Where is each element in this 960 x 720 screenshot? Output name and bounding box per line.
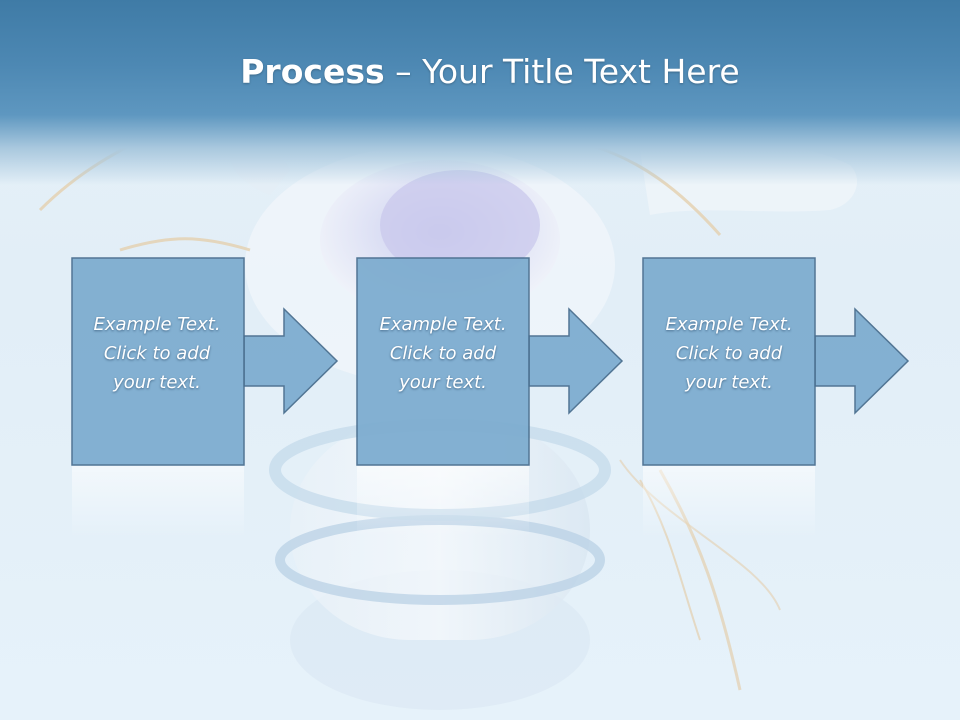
step-1-text[interactable]: Example Text. Click to add your text. — [72, 310, 242, 397]
step-2-line-1: Example Text. — [379, 314, 507, 335]
step-3-box[interactable] — [642, 257, 816, 466]
step-3-arrow[interactable] — [814, 307, 910, 415]
step-1-arrow[interactable] — [243, 307, 339, 415]
step-2-arrow[interactable] — [528, 307, 624, 415]
page-title[interactable]: Process – Your Title Text Here — [0, 52, 960, 91]
title-rest: – Your Title Text Here — [384, 52, 740, 91]
step-1-line-3: your text. — [113, 372, 201, 393]
step-3-line-3: your text. — [685, 372, 773, 393]
step-2-text[interactable]: Example Text. Click to add your text. — [358, 310, 528, 397]
step-2-line-2: Click to add — [389, 343, 497, 364]
step-3-reflection — [643, 466, 815, 538]
step-2-line-3: your text. — [399, 372, 487, 393]
step-2-reflection — [357, 466, 529, 538]
step-1-line-2: Click to add — [103, 343, 211, 364]
step-1-line-1: Example Text. — [93, 314, 221, 335]
step-3-line-2: Click to add — [675, 343, 783, 364]
step-3-text[interactable]: Example Text. Click to add your text. — [644, 310, 814, 397]
title-bold: Process — [240, 52, 385, 91]
step-2-box[interactable] — [356, 257, 530, 466]
step-1-reflection — [72, 466, 244, 538]
step-3-line-1: Example Text. — [665, 314, 793, 335]
header-band — [0, 0, 960, 185]
step-1-box[interactable] — [71, 257, 245, 466]
